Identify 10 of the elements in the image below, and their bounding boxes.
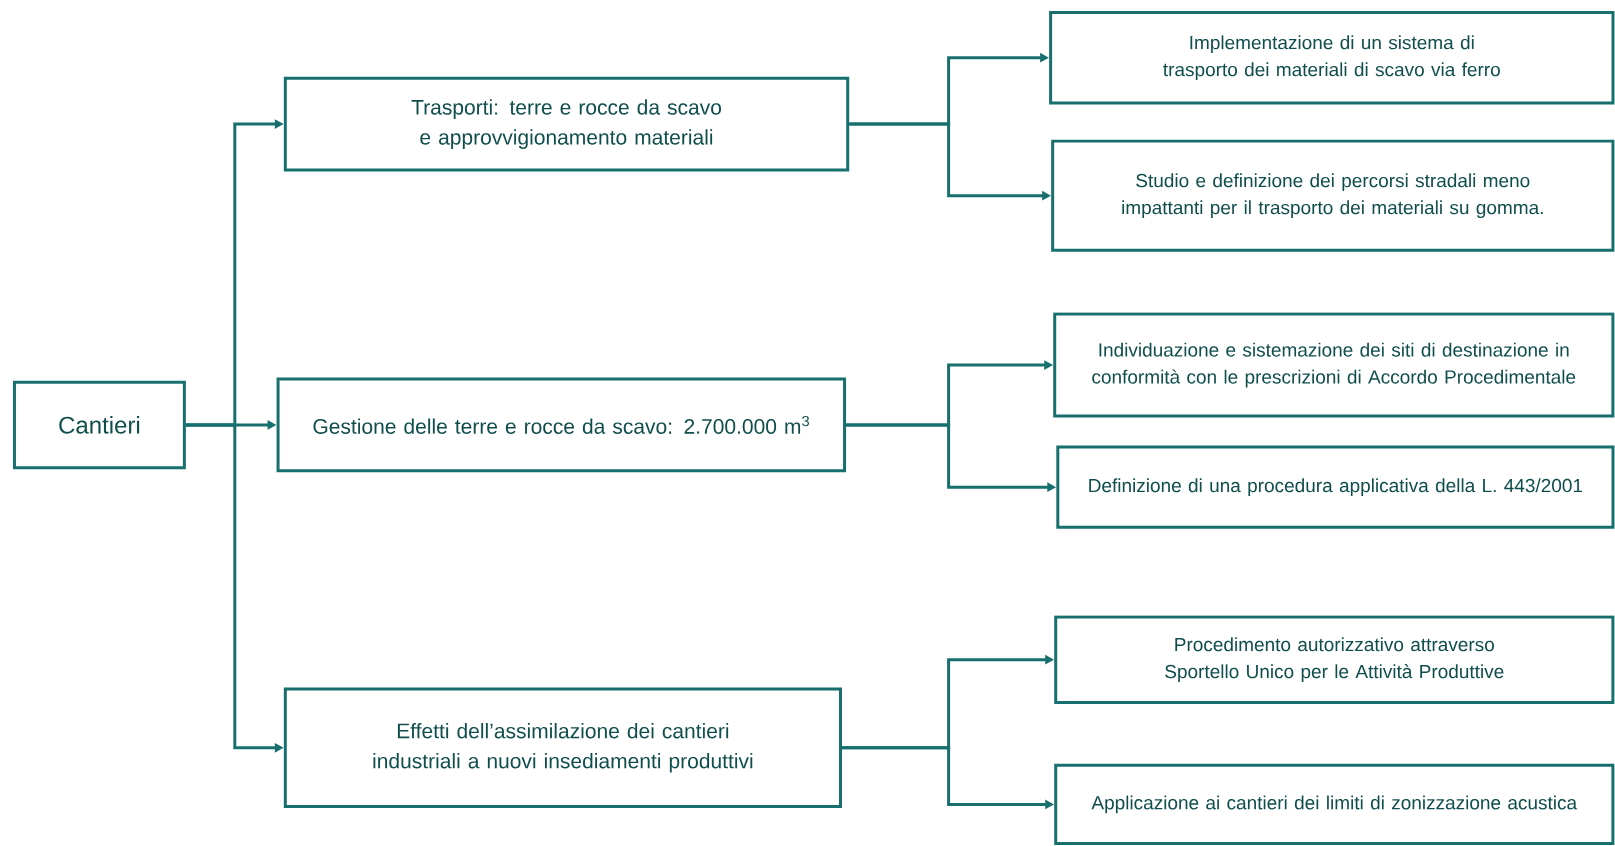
category-box: Gestione delle terre e rocce da scavo: 2.700.000 m$^{3}$: [276, 377, 847, 473]
action-box: Individuazione e sistemazione dei siti di destinazione in conformità con le prescrizioni di Accordo Procedimentale: [1053, 312, 1615, 418]
category-box: Trasporti: terre e rocce da scavo e approvvigionamento materiali: [283, 76, 850, 172]
action-box: Studio e definizione dei percorsi stradali meno impattanti per il trasporto dei materiali su gomma.: [1051, 139, 1615, 252]
action-box: Applicazione ai cantieri dei limiti di zonizzazione acustica: [1054, 763, 1615, 846]
action-box: Definizione di una procedura applicativa della L. 443/2001: [1056, 445, 1615, 529]
action-box: Procedimento autorizzativo attraverso Sportello Unico per le Attività Produttive: [1054, 615, 1615, 704]
action-box: Implementazione di un sistema di trasporto dei materiali di scavo via ferro: [1049, 10, 1615, 105]
root-box: Cantieri: [12, 380, 186, 470]
category-box: Effetti dell’assimilazione dei cantieri industriali a nuovi insediamenti produttivi: [283, 687, 842, 808]
